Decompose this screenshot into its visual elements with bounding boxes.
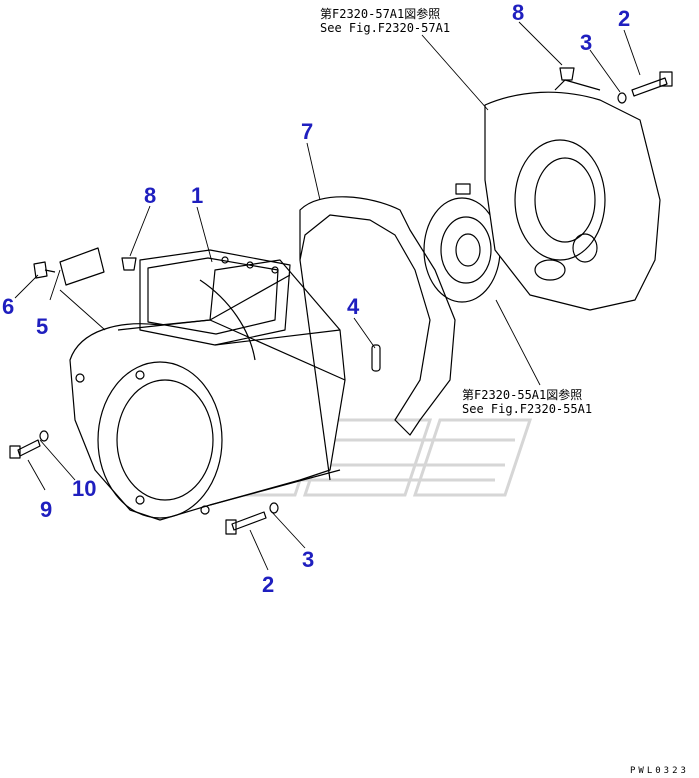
left-plate (59, 247, 105, 286)
reference-note-top: 第F2320-57A1図参照 See Fig.F2320-57A1 (320, 7, 450, 35)
callout-3-bottom: 3 (302, 547, 315, 572)
reference-top-en: See Fig.F2320-57A1 (320, 21, 451, 35)
callout-5: 5 (36, 314, 49, 339)
callout-8-left: 8 (144, 183, 157, 208)
callout-9: 9 (40, 497, 53, 522)
reference-top-jp: 第F2320-57A1図参照 (320, 7, 441, 21)
callout-8-top: 8 (512, 0, 525, 25)
left-bolt (33, 261, 56, 279)
callout-10: 10 (72, 476, 97, 501)
drawing-code: PWL0323 (630, 766, 689, 776)
dowel-pin (371, 344, 381, 372)
bottom-washer (269, 502, 279, 514)
callout-4: 4 (347, 294, 360, 319)
left-bushing (121, 257, 137, 271)
transmission-case (69, 249, 346, 521)
callout-7: 7 (301, 119, 314, 144)
callout-3-top: 3 (580, 30, 593, 55)
front-bolt (9, 439, 41, 459)
callout-2-top: 2 (618, 6, 631, 31)
callout-1: 1 (191, 183, 204, 208)
top-bolt (631, 71, 673, 97)
top-bushing (559, 67, 575, 81)
gasket (299, 196, 456, 481)
leader-lines (14, 21, 641, 571)
front-washer (39, 430, 49, 442)
rear-flange (484, 79, 661, 311)
callout-2-bottom: 2 (262, 572, 275, 597)
top-washer (617, 92, 627, 104)
callout-6: 6 (2, 294, 15, 319)
reference-note-mid: 第F2320-55A1図参照 See Fig.F2320-55A1 (462, 388, 592, 416)
reference-mid-en: See Fig.F2320-55A1 (462, 402, 593, 416)
bottom-bolt (225, 511, 267, 535)
reference-mid-jp: 第F2320-55A1図参照 (462, 388, 583, 402)
